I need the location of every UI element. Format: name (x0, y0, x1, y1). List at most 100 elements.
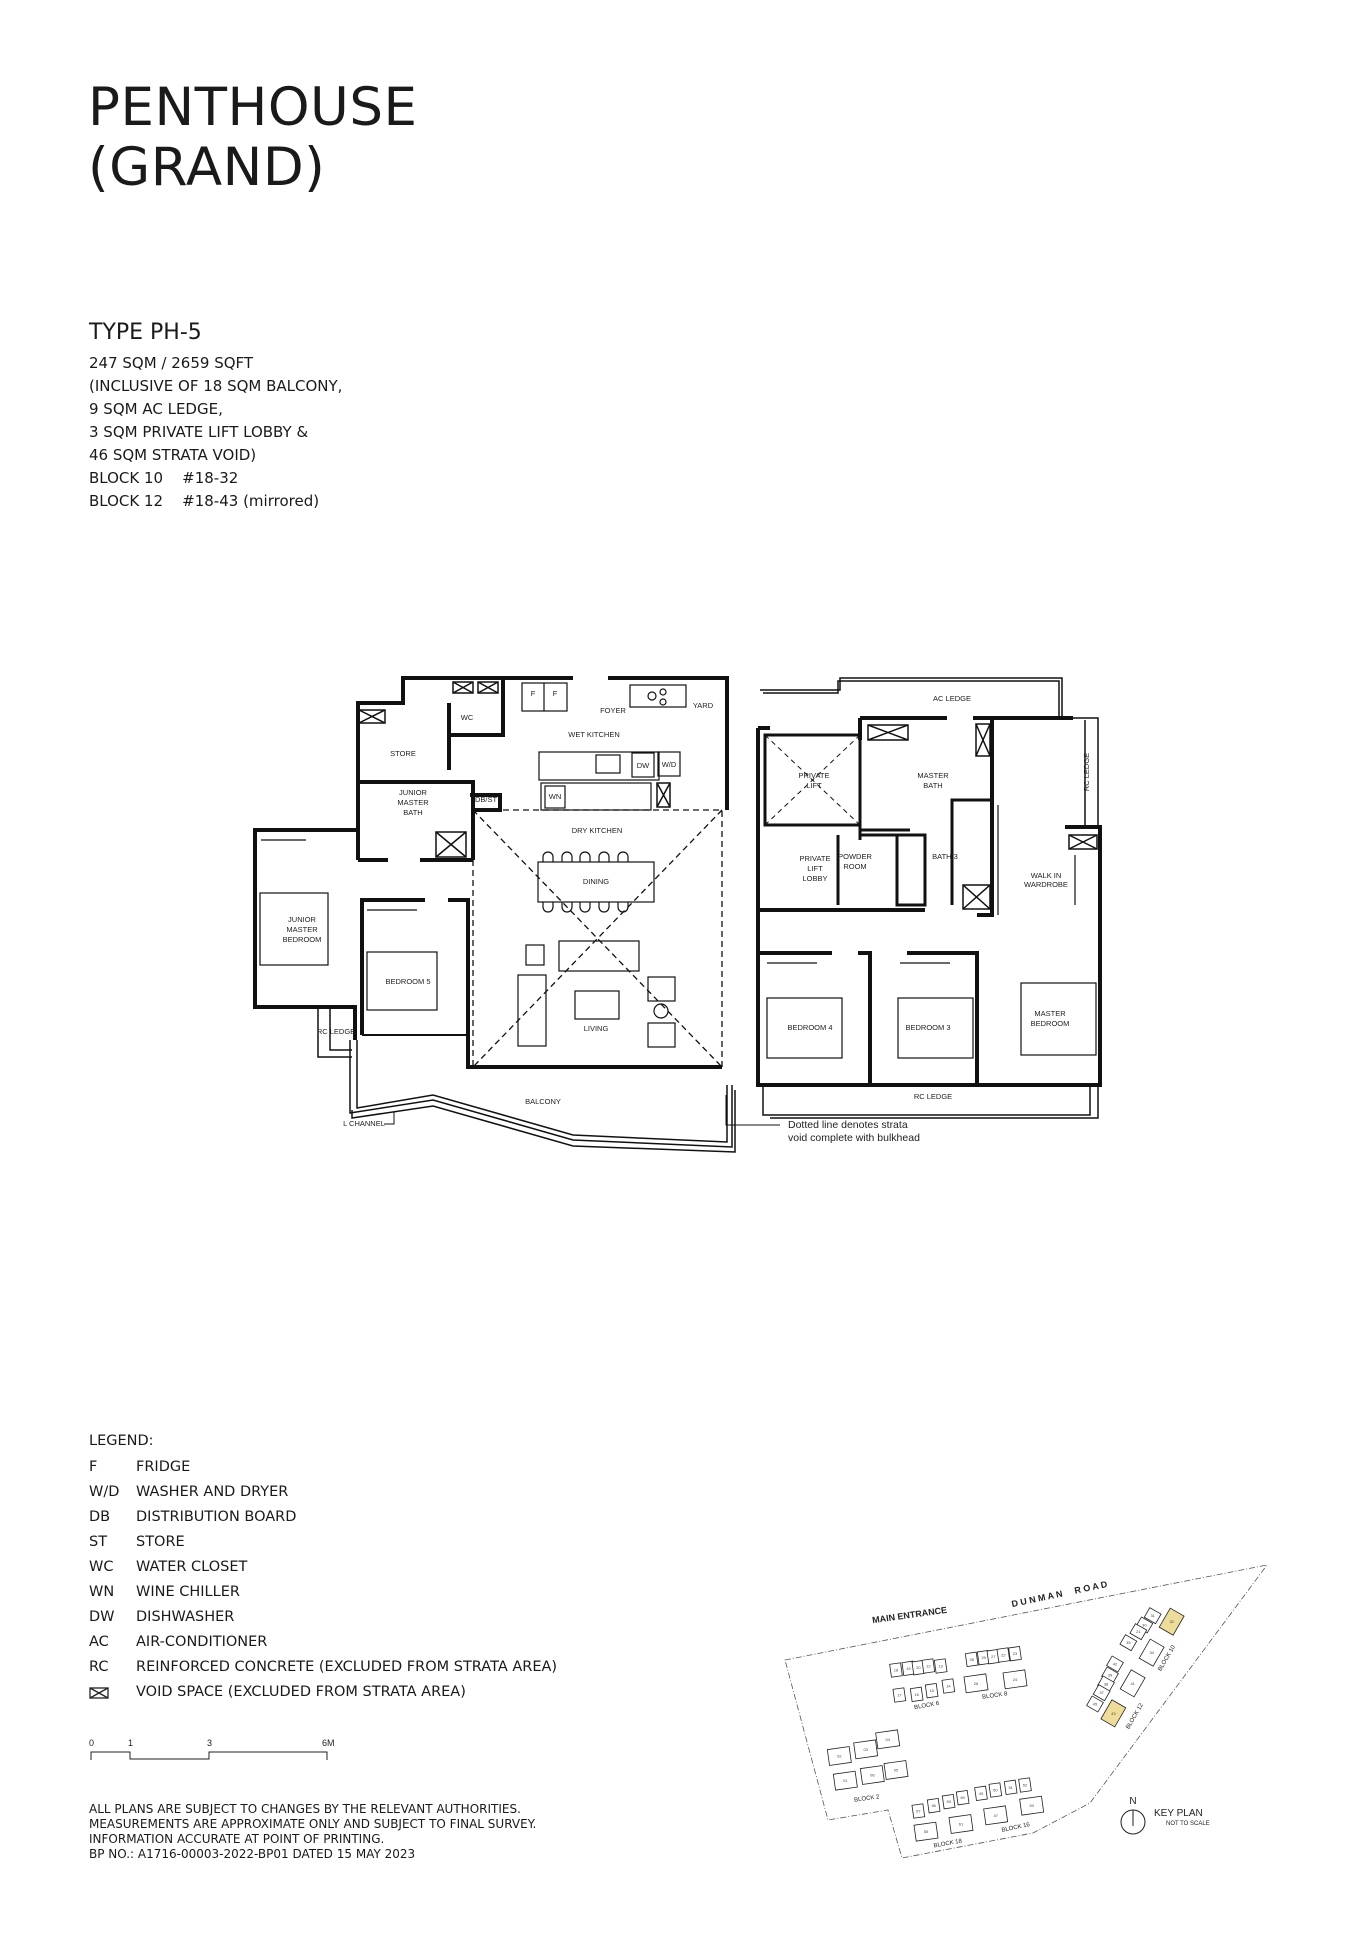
key-plan-unit-number: 18 (894, 1668, 899, 1673)
key-plan-unit-number: 38 (1104, 1682, 1109, 1687)
key-plan-unit-number: 28 (969, 1657, 974, 1662)
key-plan-unit (875, 1729, 901, 1750)
key-plan-unit-number: 31 (1150, 1613, 1155, 1618)
legend-desc: WASHER AND DRYER (136, 1484, 289, 1500)
legend-desc: VOID SPACE (EXCLUDED FROM STRATA AREA) (136, 1684, 466, 1700)
key-plan-unit (1143, 1607, 1162, 1625)
strata-void-note: void complete with bulkhead (788, 1132, 920, 1144)
label-master-bath: BATH (923, 781, 942, 790)
bed (1020, 982, 1097, 1056)
key-plan-unit-number: 23 (1013, 1651, 1018, 1656)
key-plan-unit (964, 1651, 979, 1667)
label-jr-master-bath: MASTER (397, 798, 429, 807)
key-plan-unit-number: 43 (1111, 1711, 1116, 1716)
key-plan-unit-number: 47 (993, 1813, 998, 1818)
legend-desc: AIR-CONDITIONER (136, 1634, 268, 1650)
key-plan-unit-number: 21 (1136, 1629, 1141, 1634)
key-plan-unit-number: 16 (914, 1692, 919, 1697)
void-space-icons (358, 681, 1098, 910)
legend-abbr: DB (89, 1509, 111, 1525)
key-plan-unit (1086, 1695, 1104, 1713)
block-label: BLOCK 16 (1001, 1822, 1031, 1834)
key-plan-unit-number: 20 (916, 1665, 921, 1670)
label-l-channel: L CHANNEL (343, 1119, 385, 1128)
legend-heading: LEGEND: (89, 1433, 154, 1449)
key-plan-unit-number: 12 (926, 1664, 931, 1669)
key-plan-unit-number: 30 (1142, 1623, 1147, 1628)
label-powder-room: POWDER (838, 852, 872, 861)
unit-detail-line: BLOCK 10 #18-32 (89, 469, 239, 487)
label-jr-master-bedroom: JUNIOR (288, 915, 317, 924)
legend-abbr: DW (89, 1609, 115, 1625)
label-powder-room: ROOM (843, 862, 866, 871)
key-plan-unit-highlighted (1158, 1607, 1185, 1636)
label-rc-ledge: RC LEDGE (914, 1092, 952, 1101)
wall (758, 718, 994, 1085)
key-plan-unit-number: 61 (959, 1822, 964, 1827)
unit-detail-line: 3 SQM PRIVATE LIFT LOBBY & (89, 423, 309, 441)
key-plan-unit (1138, 1638, 1165, 1667)
key-plan-unit (1003, 1779, 1018, 1795)
key-plan-unit (853, 1739, 879, 1760)
scale-tick: 3 (207, 1738, 212, 1748)
key-plan-unit (1018, 1777, 1032, 1793)
unit-details: 247 SQM / 2659 SQFT (INCLUSIVE OF 18 SQM… (89, 352, 342, 513)
key-plan-unit (1002, 1669, 1028, 1690)
wall (360, 898, 722, 1069)
label-wet-kitchen: WET KITCHEN (568, 730, 620, 739)
legend-abbr: WN (89, 1584, 115, 1600)
balcony-outline (349, 1040, 736, 1153)
disclaimer-line: INFORMATION ACCURATE AT POINT OF PRINTIN… (89, 1832, 385, 1846)
rc-ledge-outline (1073, 717, 1099, 827)
label-wn: WN (549, 792, 562, 801)
unit-type: TYPE PH-5 (89, 320, 202, 345)
key-plan-unit (1119, 1634, 1138, 1652)
key-plan-unit-number: 50 (993, 1788, 998, 1793)
label-store: STORE (390, 749, 416, 758)
label-dining: DINING (583, 877, 609, 886)
key-plan-unit-number: 53 (1029, 1803, 1034, 1808)
label-foyer: FOYER (600, 706, 626, 715)
wall (756, 716, 1102, 1087)
key-plan-unit-number: 26 (974, 1681, 979, 1686)
key-plan-unit (1008, 1646, 1022, 1662)
key-plan-unit-number: 55 (924, 1829, 929, 1834)
key-plan-unit-number: 41 (1130, 1681, 1135, 1686)
label-master-bath: MASTER (917, 771, 949, 780)
disclaimer-line: ALL PLANS ARE SUBJECT TO CHANGES BY THE … (89, 1802, 521, 1816)
scale-bar: 0 1 3 6M (89, 1738, 335, 1760)
label-fridge: F (531, 689, 536, 698)
key-plan-unit (924, 1683, 939, 1699)
wall (608, 676, 729, 810)
label-master-bedroom: MASTER (1034, 1009, 1066, 1018)
block-label: BLOCK 8 (982, 1691, 1009, 1701)
legend-desc: DISHWASHER (136, 1609, 235, 1625)
label-private-lift: LIFT (806, 781, 822, 790)
legend-desc: WATER CLOSET (136, 1559, 248, 1575)
label-dry-kitchen: DRY KITCHEN (572, 826, 623, 835)
legend-desc: STORE (136, 1534, 185, 1550)
key-plan-unit-number: 29 (981, 1655, 986, 1660)
legend-abbr: F (89, 1459, 98, 1475)
scale-tick: 0 (89, 1738, 94, 1748)
key-plan-unit-number: 57 (916, 1809, 921, 1814)
key-plan-unit-number: 03 (863, 1747, 868, 1752)
legend-abbr: WC (89, 1559, 114, 1575)
label-dw: DW (637, 761, 650, 770)
unit-detail-line: 46 SQM STRATA VOID) (89, 446, 257, 464)
key-plan-unit (933, 1658, 948, 1674)
label-balcony: BALCONY (525, 1097, 561, 1106)
key-plan-unit-number: 24 (1013, 1677, 1018, 1682)
label-private-lift-lobby: LIFT (807, 864, 823, 873)
disclaimer-line: MEASUREMENTS ARE APPROXIMATE ONLY AND SU… (89, 1817, 537, 1831)
unit-detail-line: 9 SQM AC LEDGE, (89, 400, 223, 418)
key-plan-unit-number: 05 (894, 1768, 899, 1773)
key-plan-unit-number: 49 (979, 1791, 984, 1796)
key-plan-unit-number: 59 (946, 1799, 951, 1804)
scale-tick: 6M (322, 1738, 335, 1748)
legend-desc: REINFORCED CONCRETE (EXCLUDED FROM STRAT… (136, 1659, 558, 1675)
label-yard: YARD (693, 701, 714, 710)
legend-abbr: RC (89, 1659, 109, 1675)
room-labels: FOYER YARD WET KITCHEN STORE WC F F JUNI… (283, 689, 1091, 1144)
